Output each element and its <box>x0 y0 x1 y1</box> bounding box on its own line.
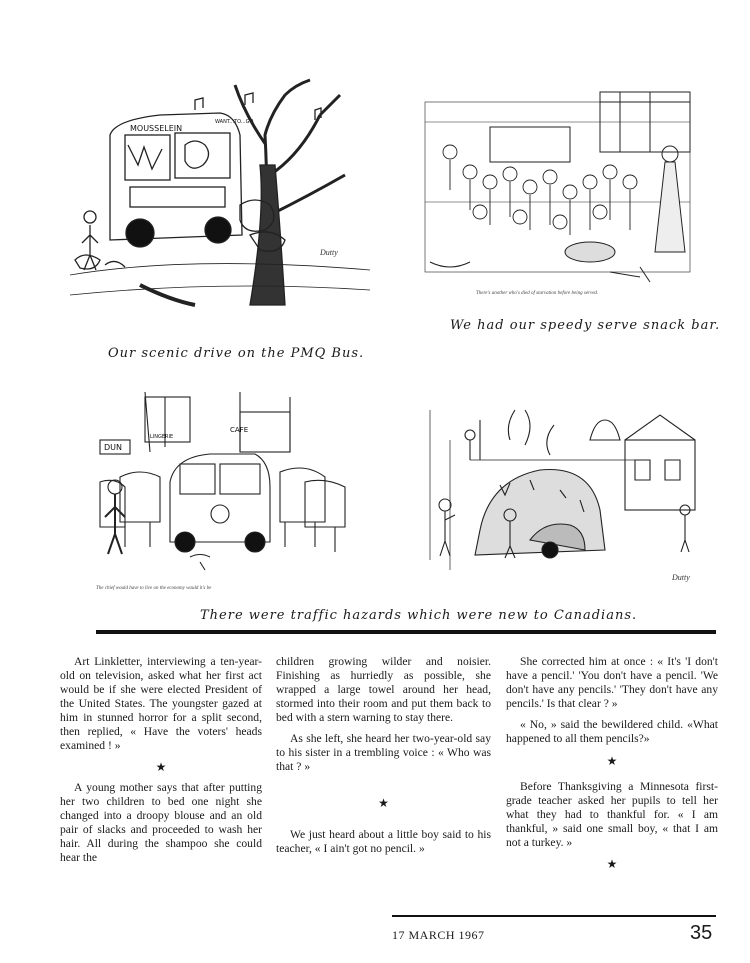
star-separator: ★ <box>606 754 618 768</box>
section-divider <box>96 630 716 634</box>
bus-cartoon: MOUSSELEIN WANT...TO...GO Dutty <box>70 75 370 315</box>
issue-date: 17 MARCH 1967 <box>392 928 485 942</box>
text-column-3: She corrected him at once : « It's 'I do… <box>506 655 718 878</box>
bewildered-child-paragraph: « No, » said the bewildered child. «What… <box>506 718 718 745</box>
two-year-old-paragraph: As she left, she heard her two-year-old … <box>276 732 491 773</box>
caption-traffic: There were traffic hazards which were ne… <box>200 608 638 623</box>
svg-text:DUN: DUN <box>104 443 122 452</box>
young-mother-anecdote: A young mother says that after putting h… <box>60 781 262 864</box>
bus-sign: MOUSSELEIN <box>130 124 182 133</box>
svg-text:Dutty: Dutty <box>319 248 338 257</box>
star-separator: ★ <box>155 760 167 774</box>
star-separator: ★ <box>606 857 618 871</box>
caption-bus: Our scenic drive on the PMQ Bus. <box>108 346 365 361</box>
footer-rule <box>392 915 716 917</box>
linkletter-anecdote: Art Linkletter, interviewing a ten-year-… <box>60 655 262 752</box>
snack-bar-cartoon <box>420 82 695 297</box>
page-number: 35 <box>690 922 713 944</box>
mother-continued: children growing wilder and noisier. Fin… <box>276 655 491 724</box>
pencil-anecdote: We just heard about a little boy said to… <box>276 828 491 855</box>
caption-snack-bar: We had our speedy serve snack bar. <box>450 318 721 333</box>
text-column-2: children growing wilder and noisier. Fin… <box>276 655 491 863</box>
snack-cartoon-caption: There's another who's died of starvation… <box>476 291 599 296</box>
cows-cartoon: DUN LINGERIE CAFE <box>90 392 350 597</box>
thanksgiving-anecdote: Before Thanksgiving a Minnesota first-gr… <box>506 780 718 849</box>
star-separator: ★ <box>378 796 389 810</box>
text-column-1: Art Linkletter, interviewing a ten-year-… <box>60 655 262 872</box>
svg-text:WANT...TO...GO: WANT...TO...GO <box>215 119 253 125</box>
svg-text:LINGERIE: LINGERIE <box>150 434 173 440</box>
svg-text:Dutty: Dutty <box>671 573 690 582</box>
cows-cartoon-caption: The chief would have to live on the econ… <box>96 586 212 591</box>
pencil-continued: She corrected him at once : « It's 'I do… <box>506 655 718 710</box>
hay-cartoon: Dutty <box>410 400 710 595</box>
svg-text:CAFE: CAFE <box>230 426 248 434</box>
